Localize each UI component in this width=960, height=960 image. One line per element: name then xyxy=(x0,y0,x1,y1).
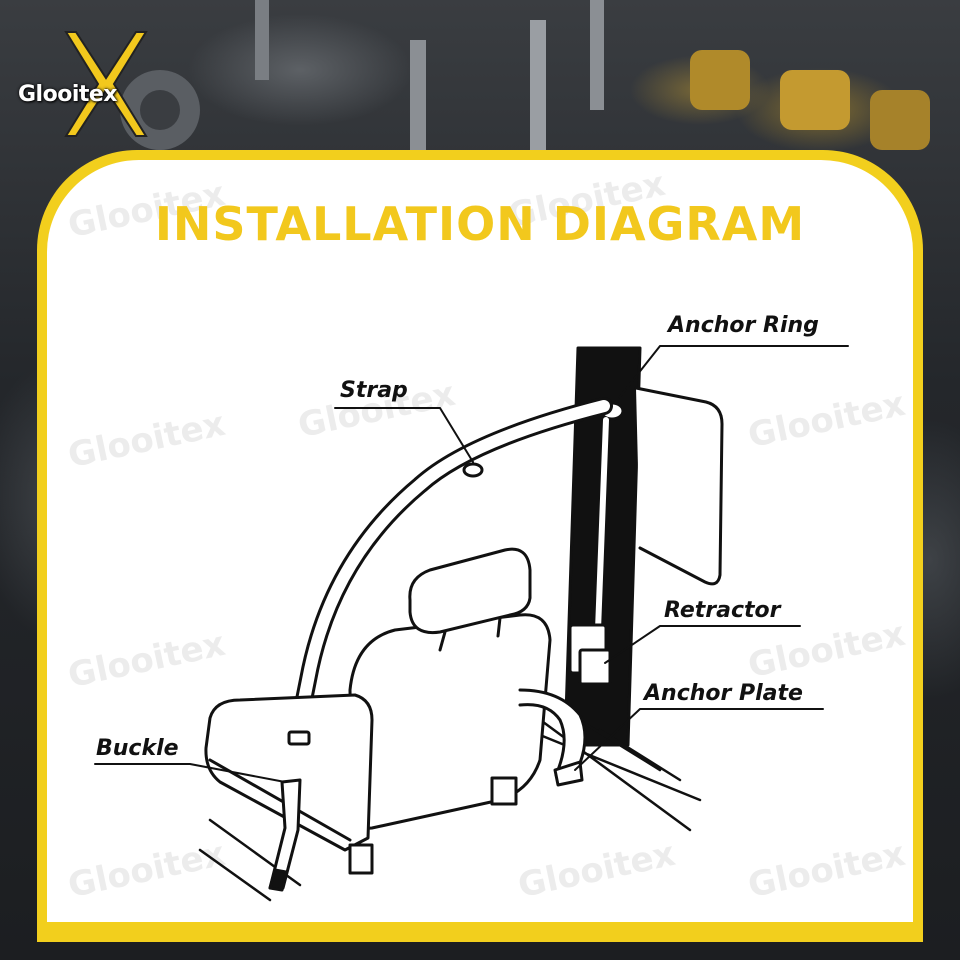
pillar-webbing xyxy=(595,417,609,633)
label-anchor-ring: Anchor Ring xyxy=(668,313,819,338)
callout-line-anchor-ring xyxy=(614,345,849,404)
callout-line-buckle xyxy=(94,763,286,783)
callout-line-strap xyxy=(334,407,474,463)
label-buckle: Buckle xyxy=(96,736,179,761)
label-strap: Strap xyxy=(340,378,408,403)
engine-bolts-decoration xyxy=(120,0,930,150)
buckle-latch xyxy=(287,730,311,746)
door-panel xyxy=(634,386,724,586)
label-anchor-plate: Anchor Plate xyxy=(644,681,803,706)
strap-stopper xyxy=(462,462,484,478)
label-retractor: Retractor xyxy=(664,598,781,623)
floor-lines xyxy=(198,703,702,902)
callout-line-retractor xyxy=(604,625,801,664)
brand-logo: Glooitex xyxy=(14,24,164,144)
diagram-title: INSTALLATION DIAGRAM xyxy=(154,197,806,251)
callout-line-anchor-plate xyxy=(574,708,824,771)
anchor-plate xyxy=(553,760,584,787)
seat-foot xyxy=(348,843,374,875)
seat-back xyxy=(348,613,552,830)
headrest xyxy=(408,547,532,635)
brand-name: Glooitex xyxy=(18,82,118,107)
